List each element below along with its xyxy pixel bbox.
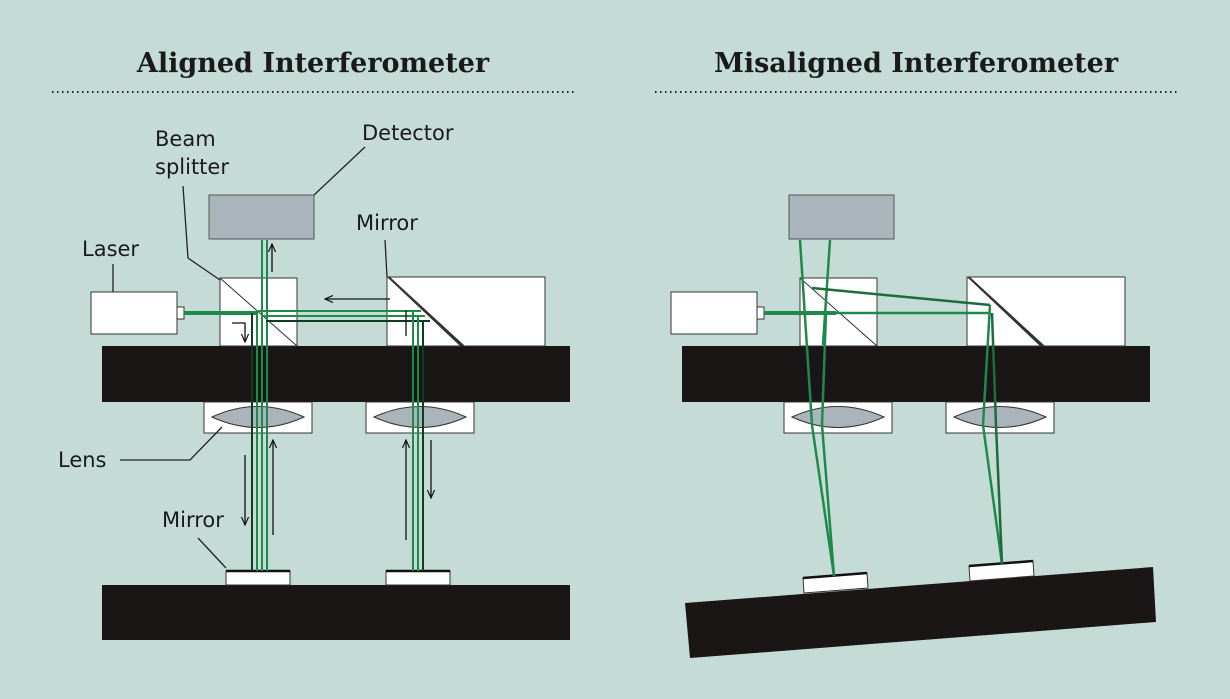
- lower-table: [102, 585, 570, 640]
- bottom-mirror-left: [225, 570, 291, 586]
- label-splitter: splitter: [155, 155, 229, 179]
- label-lens: Lens: [58, 448, 107, 472]
- upper-table-misaligned: [682, 346, 1150, 402]
- horizontal-beam-upper: [811, 286, 991, 307]
- label-detector: Detector: [362, 121, 454, 145]
- top-mirror-surface-misaligned: [967, 277, 1045, 346]
- misaligned-panel: Misaligned Interferometer: [655, 48, 1180, 658]
- leader-beam-splitter: [182, 185, 221, 281]
- aligned-arrows: [232, 244, 431, 540]
- tilted-lower-table: [685, 567, 1156, 658]
- bottom-mirror-right: [385, 570, 451, 586]
- leader-mirror-top: [384, 239, 388, 278]
- aligned-beams: [184, 240, 430, 571]
- laser: [90, 291, 178, 335]
- lens-left-misaligned: [790, 406, 886, 428]
- label-mirror-bottom: Mirror: [162, 508, 224, 532]
- leader-detector: [313, 146, 366, 196]
- leader-mirror-bottom: [197, 537, 227, 569]
- misaligned-title: Misaligned Interferometer: [714, 48, 1119, 79]
- detector: [208, 194, 315, 240]
- arrow-laser-down: [232, 322, 245, 342]
- right-arm-down: [981, 304, 1004, 565]
- left-arm-down: [820, 312, 836, 577]
- laser-aperture: [176, 306, 185, 320]
- laser-misaligned: [670, 291, 758, 335]
- lens-right: [372, 406, 468, 428]
- label-beam: Beam: [155, 127, 216, 151]
- detector-beam-2: [821, 239, 832, 346]
- leader-lens: [120, 426, 223, 461]
- detector-misaligned: [788, 194, 895, 240]
- label-laser: Laser: [82, 237, 139, 261]
- top-mirror-surface: [387, 277, 465, 346]
- aligned-title: Aligned Interferometer: [136, 48, 490, 79]
- lens-right-misaligned: [952, 406, 1048, 428]
- label-mirror-top: Mirror: [356, 211, 418, 235]
- misaligned-beams: [764, 239, 1004, 577]
- left-arm-return: [798, 239, 836, 577]
- right-arm-return: [990, 312, 1004, 565]
- aligned-panel: Aligned Interferometer: [52, 48, 577, 640]
- upper-table: [102, 346, 570, 402]
- laser-aperture-misaligned: [756, 306, 765, 320]
